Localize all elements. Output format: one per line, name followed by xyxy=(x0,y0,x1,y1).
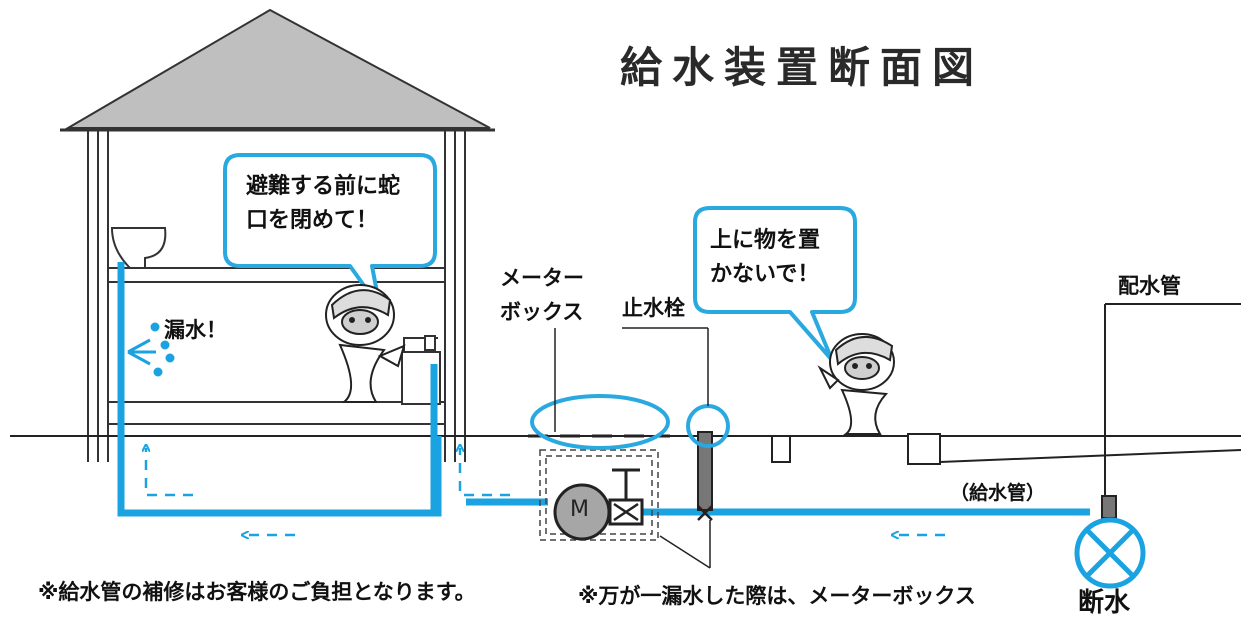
distribution-pipe-label: 配水管 xyxy=(1118,274,1181,298)
note-leak-instruction: ※万が一漏水した際は、メーターボックス xyxy=(578,584,976,608)
toilet-icon xyxy=(110,227,167,269)
bubble-road-line1: 上に物を置 xyxy=(710,228,821,253)
bubble-road-line2: かないで！ xyxy=(710,262,820,287)
bubble-house-text: 避難する前に蛇 口を閉めて！ xyxy=(246,170,426,238)
meter-valve-x xyxy=(613,502,639,522)
supply-pipe-label: （給水管） xyxy=(950,482,1046,504)
meter-highlight-oval xyxy=(530,394,670,450)
supply-pipe xyxy=(117,262,1090,517)
house-roof xyxy=(64,8,491,129)
meter-box xyxy=(539,449,659,541)
speech-bubble-house xyxy=(223,153,437,310)
leak-label: 漏水！ xyxy=(164,318,227,342)
bubble-road-text: 上に物を置 かないで！ xyxy=(710,224,850,292)
shut-off-valve-x xyxy=(1085,528,1135,578)
speech-bubble-road xyxy=(693,206,857,362)
page-title: 給水装置断面図 xyxy=(620,43,985,92)
valve-handle xyxy=(612,468,640,500)
meter-symbol: M xyxy=(570,497,589,522)
note-repair-cost: ※給水管の補修はお客様のご負担となります。 xyxy=(38,580,476,604)
bubble-house-line1: 避難する前に蛇 xyxy=(246,174,401,199)
meter-box-label-line2: ボックス xyxy=(500,300,584,324)
leak-spray-icon xyxy=(127,322,175,377)
stop-valve-x xyxy=(697,505,713,521)
stop-valve-riser xyxy=(697,431,713,511)
mascot-character-icon xyxy=(325,284,406,403)
bubble-house-line2: 口を閉めて！ xyxy=(246,208,379,233)
meter-box-label-line1: メーター xyxy=(500,266,584,290)
stop-valve-label: 止水栓 xyxy=(622,296,685,320)
flow-arrows xyxy=(146,448,945,535)
ground-box xyxy=(771,435,791,463)
distribution-riser xyxy=(1101,495,1117,519)
ground-box xyxy=(907,433,941,465)
shut-off-label: 断水 xyxy=(1078,588,1131,618)
mascot-character-icon xyxy=(817,333,895,435)
pointer-lines xyxy=(554,327,711,569)
